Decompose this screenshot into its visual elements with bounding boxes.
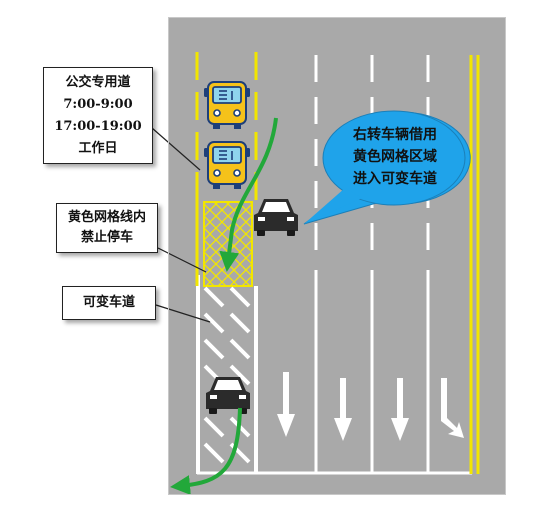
variable-lane-hatch: [203, 286, 258, 472]
callout-bus-lane-title: 公交专用道: [65, 74, 131, 90]
speech-bubble-text: 右转车辆借用 黄色网格区域 进入可变车道: [324, 109, 466, 205]
callout-bus-lane: 公交专用道 7:00-9:00 17:00-19:00 工作日: [43, 67, 153, 164]
lane-divider-solid: [314, 270, 430, 472]
callout-no-parking: 黄色网格线内 禁止停车: [56, 203, 158, 253]
callout-no-parking-line1: 黄色网格线内: [67, 210, 146, 225]
car-icon: [254, 199, 298, 236]
car-icon: [206, 377, 250, 414]
callout-leader-grid: [157, 247, 207, 273]
callout-bus-lane-time-pm: 17:00-19:00: [54, 118, 142, 134]
green-path-arrow-lower: [170, 407, 242, 496]
callout-variable-lane-label: 可变车道: [82, 295, 135, 310]
green-path-arrow-upper: [219, 117, 278, 272]
speech-bubble-line2: 黄色网格区域: [353, 149, 437, 165]
bus-icon: [204, 141, 250, 189]
bus-icon: [204, 81, 250, 129]
callout-leader-variable: [155, 304, 211, 323]
straight-arrow-icon: [391, 378, 409, 441]
center-double-yellow: [469, 55, 480, 474]
yellow-grid-box: [203, 201, 253, 287]
speech-bubble-line3: 进入可变车道: [353, 171, 437, 187]
speech-bubble-line1: 右转车辆借用: [353, 127, 437, 143]
callout-bus-lane-days: 工作日: [78, 140, 118, 156]
callout-leader-bus: [151, 127, 201, 171]
callout-bus-lane-time-am: 7:00-9:00: [63, 96, 133, 112]
callout-variable-lane: 可变车道: [62, 286, 156, 320]
straight-arrow-icon: [334, 378, 352, 441]
straight-arrow-icon: [277, 372, 295, 437]
right-turn-arrow-icon: [441, 378, 464, 438]
callout-no-parking-line2: 禁止停车: [80, 230, 133, 245]
speech-bubble: [303, 110, 471, 225]
